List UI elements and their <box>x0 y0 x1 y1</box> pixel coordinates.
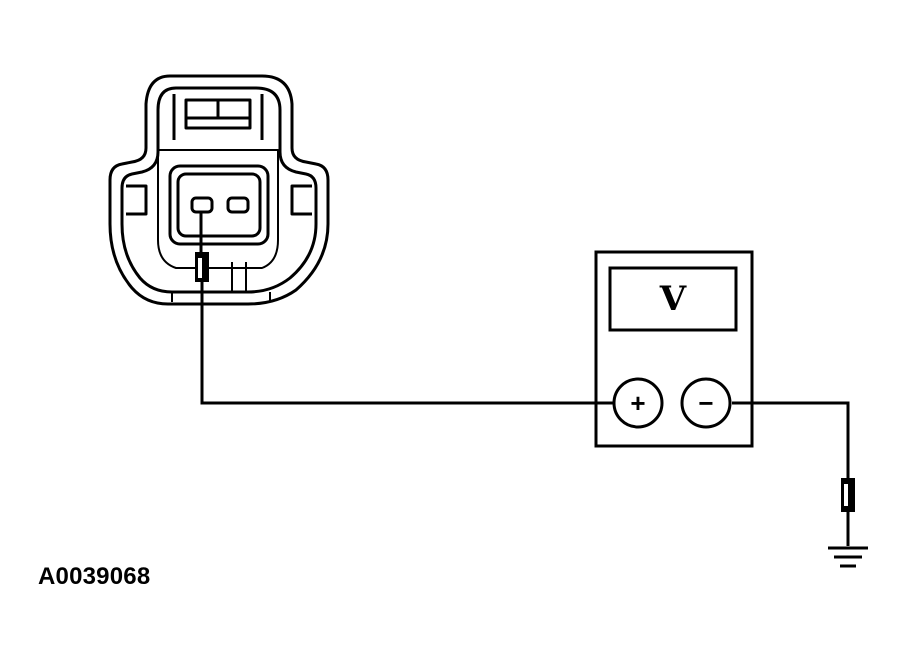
negative-terminal-symbol: − <box>698 388 713 418</box>
connector-icon <box>108 74 330 306</box>
voltmeter-display <box>608 266 738 332</box>
negative-terminal <box>680 377 732 429</box>
positive-terminal <box>612 377 664 429</box>
figure-id-label: A0039068 <box>38 563 151 590</box>
ground-probe-icon <box>841 478 855 546</box>
voltmeter: V + − <box>594 250 754 448</box>
voltmeter-display-symbol: V <box>659 279 687 319</box>
ground-symbol-icon <box>828 546 868 568</box>
positive-terminal-symbol: + <box>630 388 645 418</box>
test-probe-icon <box>195 212 209 282</box>
test-lead-wires <box>200 282 850 480</box>
